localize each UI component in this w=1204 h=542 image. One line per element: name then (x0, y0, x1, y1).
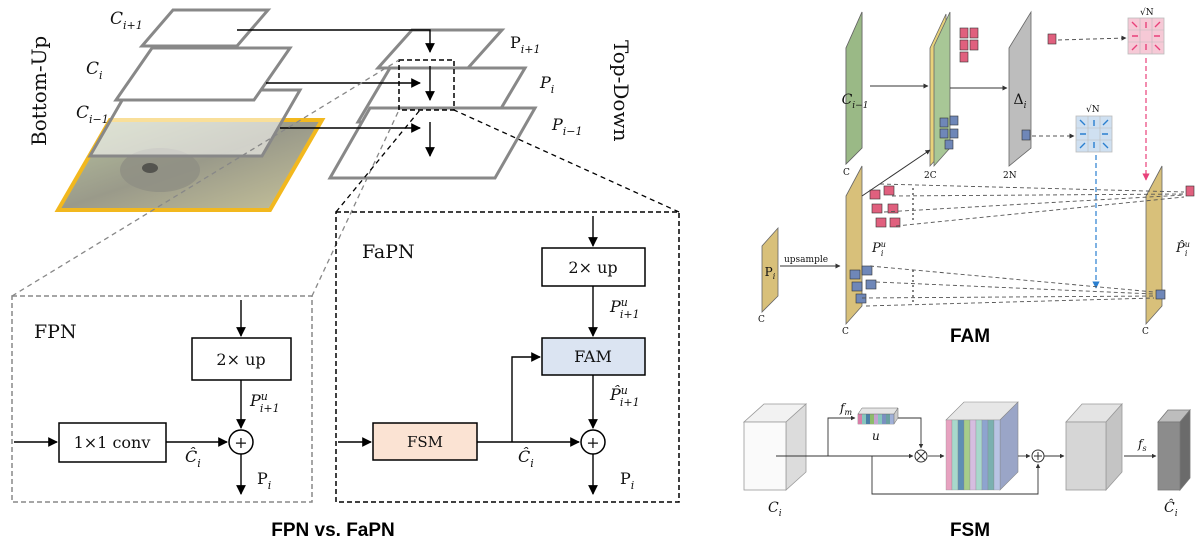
fpn-conv-box (58, 422, 167, 463)
fpn-c-hat: Ĉi (185, 446, 201, 470)
layer-p-prev (327, 106, 538, 180)
c-prev-label: Ci−1 (76, 103, 109, 126)
c-next-label: Ci+1 (110, 9, 143, 32)
fam-blue-patches (849, 115, 1166, 304)
fpn-frame (11, 295, 313, 503)
fapn-c-hat: Ĉi (518, 446, 534, 470)
fam-dim-2c: 2C (924, 171, 937, 181)
fapn-plus: + (586, 433, 599, 452)
fapn-up-label: 2× up (568, 258, 617, 277)
fam-p-out-slab (1145, 165, 1163, 326)
fam-offset-grid-pink (1127, 17, 1165, 55)
fsm-fs-label: fs (1137, 437, 1147, 453)
fapn-title: FaPN (362, 241, 415, 263)
fpn-up-box (191, 337, 292, 381)
p-next-label: Pi+1 (510, 33, 541, 56)
fam-upsample-label: upsample (784, 255, 828, 265)
bottom-up-label: Bottom-Up (27, 36, 51, 146)
layer-c-next (138, 8, 272, 48)
fam-c-prev-label: Ci−1 (842, 92, 869, 111)
fpn-title: FPN (34, 321, 77, 343)
fsm-c-in-label: Ci (768, 500, 782, 519)
fam-dim-c2: C (758, 315, 765, 325)
fam-dim-2n: 2N (1003, 171, 1017, 181)
fam-box (541, 337, 646, 376)
layer-c-cur (113, 46, 293, 102)
fam-caption: FAM (950, 326, 990, 347)
layer-p-next (374, 28, 506, 70)
feature-pyramid: Bottom-Up Top-Down Ci+1 Ci Ci−1 Pi+1 Pi … (11, 8, 680, 297)
p-prev-label: Pi−1 (551, 115, 583, 138)
top-down-label: Top-Down (609, 40, 633, 142)
fapn-up-box (541, 247, 646, 287)
fam-pink-patches (869, 27, 1195, 228)
fam-delta-label: Δi (1013, 92, 1026, 111)
fsm-caption: FSM (950, 520, 990, 541)
fpn-conv-label: 1×1 conv (74, 433, 151, 452)
fsm-sum-cube (1065, 421, 1107, 491)
fpn-plus: + (234, 433, 247, 452)
fam-c-prev-slab (845, 11, 863, 165)
fsm-box-label: FSM (407, 433, 443, 451)
fam-offset-grid-blue (1075, 115, 1113, 153)
fam-sqrtn-top: √N (1140, 7, 1154, 18)
focus-box (398, 59, 455, 111)
fam-p-in-label: Pi (765, 265, 776, 281)
fsm-fm-label: fm (839, 401, 852, 417)
fsm-u-label: u (872, 429, 880, 443)
fam-dim-c4: C (1142, 327, 1149, 337)
fsm-attention-vector (857, 407, 899, 425)
fsm-weighted-stack (945, 401, 1019, 491)
fapn-p-out: Pi (620, 469, 634, 492)
fam-box-label: FAM (574, 347, 612, 366)
fpn-p-out: Pi (257, 469, 271, 492)
fpn-vs-fapn-caption: FPN vs. FaPN (271, 520, 395, 541)
p-cur-label: Pi (539, 73, 554, 96)
c-cur-label: Ci (86, 59, 103, 82)
fam-delta-slab (1008, 10, 1032, 167)
fapn-frame (335, 211, 680, 503)
fsm-c-out-label: Ĉi (1164, 498, 1178, 519)
fam-p-in-slab (761, 226, 779, 313)
fsm-box (372, 422, 478, 461)
fam-sqrtn-bottom: √N (1086, 104, 1100, 115)
fsm-output-cube (1157, 421, 1181, 491)
fam-dim-c1: C (843, 168, 850, 178)
fsm-diagram: Ci fm u (742, 401, 1191, 519)
fam-dim-c3: C (842, 327, 849, 337)
fpn-up-label: 2× up (216, 350, 265, 369)
